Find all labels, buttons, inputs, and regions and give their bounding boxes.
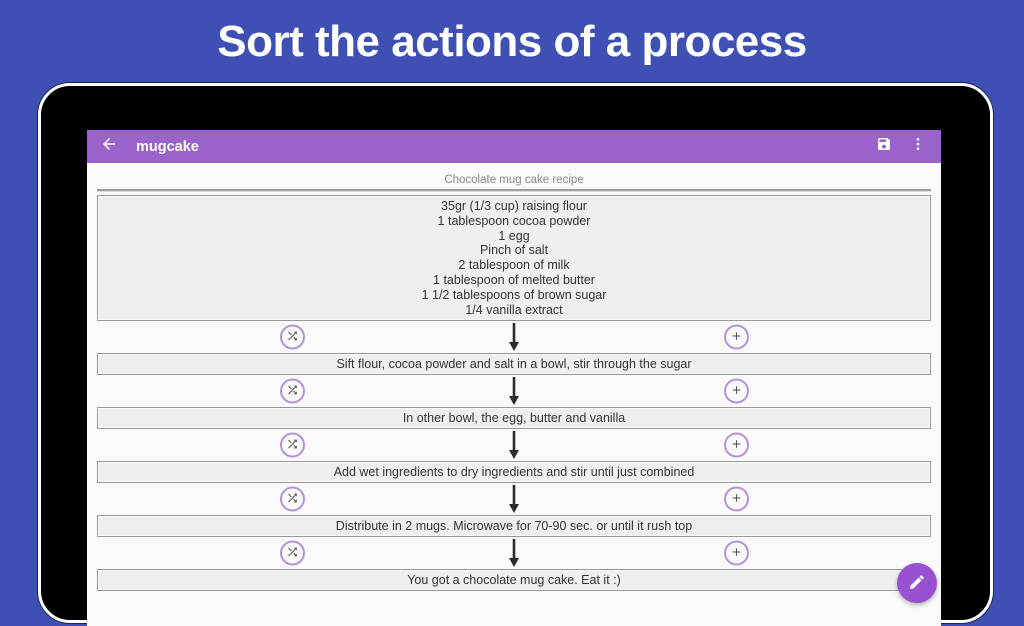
shuffle-icon (286, 383, 299, 399)
edit-fab-button[interactable] (897, 563, 937, 603)
add-step-button[interactable] (724, 486, 749, 512)
shuffle-button[interactable] (280, 324, 305, 350)
connector-row (97, 429, 931, 461)
tablet-frame: mugcake Chocolate mug cake recipe 35gr (… (38, 83, 993, 626)
shuffle-button[interactable] (280, 486, 305, 512)
promo-banner: Sort the actions of a process (0, 0, 1024, 83)
add-icon (730, 329, 743, 345)
add-step-button[interactable] (724, 432, 749, 458)
step-node[interactable]: Distribute in 2 mugs. Microwave for 70-9… (97, 515, 931, 538)
arrow-down-icon (507, 539, 521, 568)
add-step-button[interactable] (724, 378, 749, 404)
shuffle-button[interactable] (280, 540, 305, 566)
save-button[interactable] (873, 136, 895, 158)
promo-banner-title: Sort the actions of a process (217, 16, 807, 66)
add-icon (730, 491, 743, 507)
connector-row (97, 375, 931, 407)
title-underline-divider (97, 189, 931, 191)
app-bar-title: mugcake (136, 138, 199, 155)
app-bar: mugcake (87, 130, 941, 163)
shuffle-icon (286, 545, 299, 561)
app-bar-actions (873, 136, 929, 158)
more-vert-icon (910, 136, 926, 157)
connector-row (97, 537, 931, 569)
step-node[interactable]: In other bowl, the egg, butter and vanil… (97, 407, 931, 430)
process-editor: Chocolate mug cake recipe 35gr (1/3 cup)… (87, 174, 941, 592)
add-icon (730, 545, 743, 561)
step-node[interactable]: You got a chocolate mug cake. Eat it :) (97, 569, 931, 592)
add-icon (730, 383, 743, 399)
arrow-down-icon (507, 377, 521, 406)
back-button[interactable] (99, 137, 119, 157)
overflow-menu-button[interactable] (907, 136, 929, 158)
arrow-down-icon (507, 431, 521, 460)
ingredients-node[interactable]: 35gr (1/3 cup) raising flour 1 tablespoo… (97, 195, 931, 322)
add-icon (730, 437, 743, 453)
step-node[interactable]: Sift flour, cocoa powder and salt in a b… (97, 353, 931, 376)
shuffle-button[interactable] (280, 378, 305, 404)
shuffle-icon (286, 491, 299, 507)
connector-row (97, 321, 931, 353)
app-screen: mugcake Chocolate mug cake recipe 35gr (… (87, 130, 941, 626)
arrow-down-icon (507, 323, 521, 352)
add-step-button[interactable] (724, 540, 749, 566)
step-node[interactable]: Add wet ingredients to dry ingredients a… (97, 461, 931, 484)
shuffle-button[interactable] (280, 432, 305, 458)
process-title: Chocolate mug cake recipe (444, 174, 584, 186)
edit-icon (908, 573, 926, 594)
add-step-button[interactable] (724, 324, 749, 350)
connector-row (97, 483, 931, 515)
shuffle-icon (286, 437, 299, 453)
shuffle-icon (286, 329, 299, 345)
arrow-down-icon (507, 485, 521, 514)
save-icon (876, 136, 892, 157)
arrow-back-icon (100, 135, 118, 158)
